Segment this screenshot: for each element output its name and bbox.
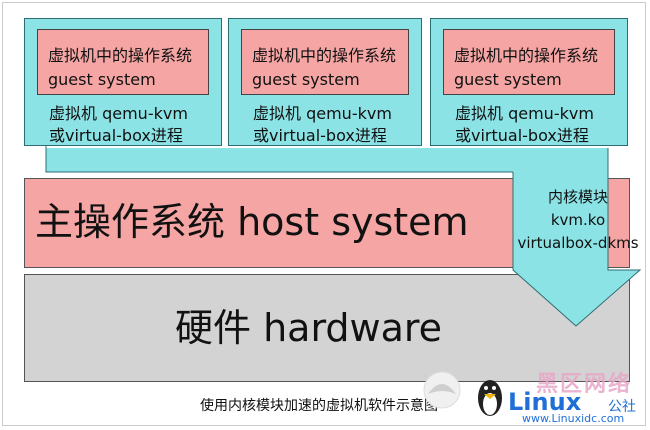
figure-caption: 使用内核模块加速的虚拟机软件示意图 xyxy=(200,398,438,414)
diagram-frame xyxy=(2,2,646,426)
kernel-module-label: 内核模块 kvm.ko virtualbox-dkms xyxy=(514,186,642,255)
guest-label-en: guest system xyxy=(48,70,156,89)
kernel-module-line1: 内核模块 xyxy=(547,188,608,206)
vm-process-box-3: 虚拟机中的操作系统 guest system 虚拟机 qemu-kvm 或vir… xyxy=(430,18,628,146)
hardware-layer: 硬件 hardware xyxy=(24,274,630,382)
watermark-url: www.Linuxidc.com xyxy=(522,412,625,425)
watermark-she: 公社 xyxy=(608,399,636,415)
host-system-title: 主操作系统 host system xyxy=(35,200,469,244)
vm-process-label: 虚拟机 qemu-kvm 或virtual-box进程 xyxy=(253,103,392,147)
vm-process-line1: 虚拟机 qemu-kvm xyxy=(49,104,188,123)
guest-label-en: guest system xyxy=(454,70,562,89)
watermark-brand: Linux xyxy=(508,388,582,416)
guest-system-box-1: 虚拟机中的操作系统 guest system xyxy=(37,29,209,95)
vm-process-box-2: 虚拟机中的操作系统 guest system 虚拟机 qemu-kvm 或vir… xyxy=(228,18,422,146)
guest-label-en: guest system xyxy=(252,70,360,89)
guest-label: 虚拟机中的操作系统 xyxy=(454,46,599,65)
vm-process-label: 虚拟机 qemu-kvm 或virtual-box进程 xyxy=(49,103,188,147)
vm-process-box-1: 虚拟机中的操作系统 guest system 虚拟机 qemu-kvm 或vir… xyxy=(24,18,222,146)
kernel-module-line3: virtualbox-dkms xyxy=(517,234,639,252)
vm-process-line2: 或virtual-box进程 xyxy=(49,126,183,145)
kernel-module-line2: kvm.ko xyxy=(550,211,606,229)
vm-process-label: 虚拟机 qemu-kvm 或virtual-box进程 xyxy=(455,103,594,147)
vm-process-line2: 或virtual-box进程 xyxy=(253,126,387,145)
vm-process-line1: 虚拟机 qemu-kvm xyxy=(455,104,594,123)
guest-label: 虚拟机中的操作系统 xyxy=(48,46,193,65)
watermark-cn: 黑区网络 xyxy=(536,372,633,397)
kernel-path-band xyxy=(46,148,608,172)
guest-label: 虚拟机中的操作系统 xyxy=(252,46,397,65)
vm-process-line2: 或virtual-box进程 xyxy=(455,126,589,145)
guest-system-box-2: 虚拟机中的操作系统 guest system xyxy=(241,29,409,95)
hardware-title: 硬件 hardware xyxy=(175,306,443,350)
vm-process-line1: 虚拟机 qemu-kvm xyxy=(253,104,392,123)
watermark-logo xyxy=(423,371,502,416)
guest-system-box-3: 虚拟机中的操作系统 guest system xyxy=(443,29,615,95)
